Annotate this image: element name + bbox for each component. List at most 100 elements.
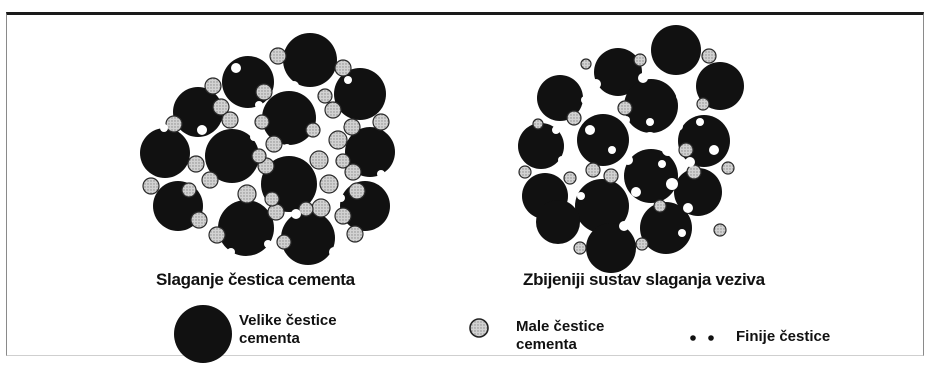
legend-fine-particle-icon (690, 335, 696, 341)
small-particle (566, 110, 582, 126)
large-particle (577, 114, 629, 166)
legend-small-particle-icon (469, 318, 489, 338)
fine-particle (160, 124, 168, 132)
large-particle (594, 48, 642, 96)
small-particle (532, 118, 544, 130)
small-particle (346, 225, 364, 243)
small-particle (344, 163, 362, 181)
fine-particle (591, 79, 601, 89)
large-particle (283, 33, 337, 87)
small-particle (311, 198, 331, 218)
fine-particle (646, 118, 654, 126)
fine-particle (337, 194, 345, 202)
large-particle (262, 91, 316, 145)
large-particle (345, 127, 395, 177)
fine-particle (227, 248, 235, 256)
small-particle (573, 241, 587, 255)
legend-symbols (174, 305, 714, 363)
fine-particle (662, 144, 674, 156)
fine-particle (255, 101, 263, 109)
fine-particle (577, 192, 585, 200)
fine-particle (638, 73, 648, 83)
small-particle (142, 177, 160, 195)
fine-particle (197, 125, 207, 135)
small-particle (721, 161, 735, 175)
fine-particle (264, 240, 272, 248)
small-particle (372, 113, 390, 131)
legend-small-label: Male čestice cementa (516, 318, 605, 353)
large-particle (624, 79, 678, 133)
legend-large-particle-icon (174, 305, 232, 363)
large-particle (537, 75, 583, 121)
fine-particle (673, 121, 683, 131)
small-particle (585, 162, 601, 178)
small-particle (563, 171, 577, 185)
small-particle (298, 201, 314, 217)
right-particle-cluster (518, 25, 744, 273)
large-particle (575, 179, 629, 233)
fine-particle (291, 209, 301, 219)
small-particle (348, 182, 366, 200)
large-particle (140, 128, 190, 178)
fine-particle (709, 145, 719, 155)
fine-particle (642, 132, 658, 148)
small-particle (204, 77, 222, 95)
small-particle (212, 98, 230, 116)
small-particle (221, 111, 239, 129)
small-particle (334, 59, 352, 77)
large-particle (518, 123, 564, 169)
fine-particle (581, 96, 589, 104)
legend-fine-particle-icon (708, 335, 714, 341)
small-particle (653, 199, 667, 213)
small-particle (633, 53, 647, 67)
right-diagram-caption: Zbijeniji sustav slaganja veziva (523, 270, 765, 289)
large-particle (281, 211, 335, 265)
small-particle (276, 234, 292, 250)
fine-particle (685, 157, 695, 167)
left-diagram-caption: Slaganje čestica cementa (156, 270, 355, 289)
small-particle (713, 223, 727, 237)
fine-particle (283, 144, 291, 152)
small-particle (678, 142, 694, 158)
fine-particle (377, 170, 385, 178)
fine-particle (683, 203, 693, 213)
large-particle (640, 202, 692, 254)
large-particle (586, 223, 636, 273)
small-particle (187, 155, 205, 173)
fine-particle (623, 155, 633, 165)
small-particle (208, 226, 226, 244)
small-particle (319, 174, 339, 194)
small-particle (190, 211, 208, 229)
fine-particle (631, 187, 641, 197)
small-particle (343, 118, 361, 136)
fine-particle (658, 160, 666, 168)
fine-particle (619, 221, 629, 231)
small-particle (165, 115, 183, 133)
small-particle (305, 122, 321, 138)
small-particle (686, 164, 702, 180)
small-particle (309, 150, 329, 170)
large-particle (205, 129, 259, 183)
small-particle (201, 171, 219, 189)
fine-particle (250, 133, 258, 141)
small-particle (696, 97, 710, 111)
small-particle (317, 88, 333, 104)
small-particle (518, 165, 532, 179)
left-particle-cluster (140, 33, 395, 265)
small-particle (269, 47, 287, 65)
small-particle (254, 114, 270, 130)
large-particle (536, 200, 580, 244)
large-particle (678, 115, 730, 167)
small-particle (264, 191, 280, 207)
small-particle (580, 58, 592, 70)
large-particle (218, 200, 274, 256)
small-particle (181, 182, 197, 198)
fine-particle (231, 63, 241, 73)
small-particle (334, 207, 352, 225)
fine-particle (309, 141, 319, 151)
small-particle (617, 100, 633, 116)
fine-particle (289, 81, 299, 91)
fine-particle (344, 76, 352, 84)
legend-fine-label: Finije čestice (736, 328, 831, 345)
